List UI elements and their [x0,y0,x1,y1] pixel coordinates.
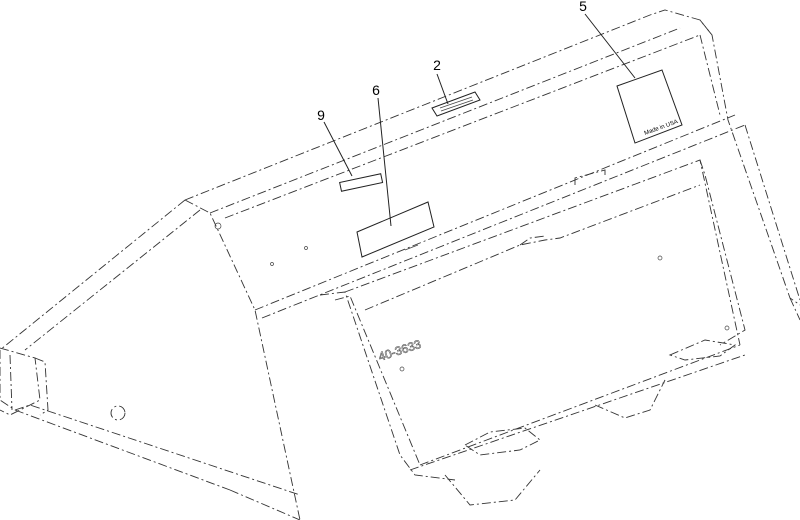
frame-hole-left [399,366,405,372]
leader-2 [436,73,449,105]
decal-5-tag: Made in USA [616,69,683,144]
face-slot [404,244,419,251]
decal-6-panel [356,201,435,258]
face-bolt-1 [270,262,274,266]
bolt-hole [214,222,222,230]
leader-9 [323,121,353,177]
leader-5 [584,13,636,79]
callout-9: 9 [317,107,325,123]
face-bolt-marks [270,244,419,266]
left-mount-plate [0,222,222,421]
face-bolt-2 [304,246,308,250]
frame-hole-top [657,255,663,261]
attachment-frame [319,159,746,506]
mount-hole [110,405,126,421]
part-number-stamp: 40-3633 [377,337,424,364]
decal-2-plate [431,91,481,117]
callout-6: 6 [372,82,380,98]
callout-5: 5 [579,0,587,14]
bucket-body [0,9,800,520]
leader-lines [323,13,636,227]
frame-hole-right [724,325,730,331]
leader-6 [377,97,392,227]
callout-2: 2 [433,57,441,73]
decal-9-strip [339,173,384,192]
